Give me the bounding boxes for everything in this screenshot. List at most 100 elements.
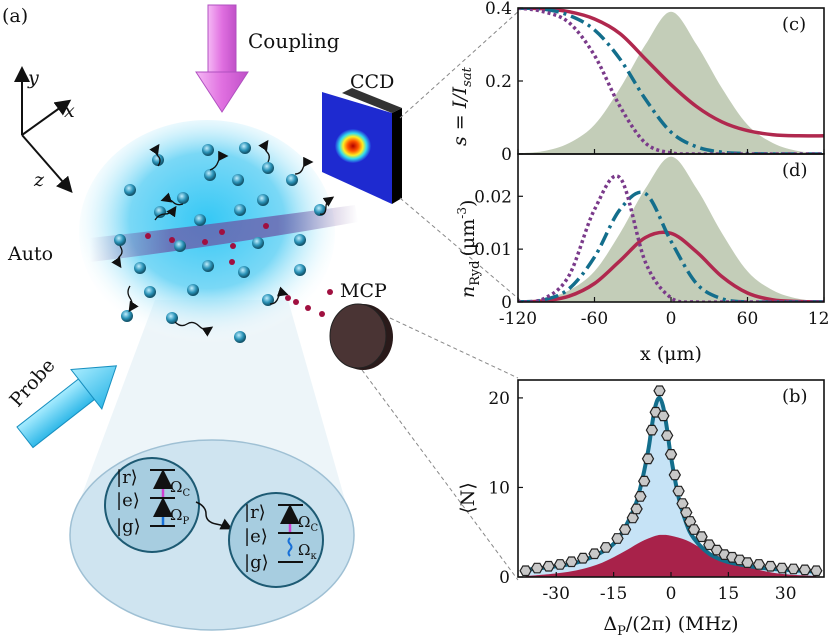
right-omega-k: Ωκ: [298, 541, 317, 562]
data-point: [741, 557, 754, 568]
data-point: [810, 565, 823, 577]
right-omega-c: ΩC: [298, 513, 318, 534]
data-point: [611, 533, 624, 544]
y-tick-label: 0.01: [474, 240, 512, 260]
level-diagram-right: [228, 492, 324, 588]
right-state-e: |e⟩: [244, 526, 268, 547]
guide-lines: [361, 9, 521, 581]
data-point: [672, 485, 685, 497]
x-tick-label: -30: [543, 584, 570, 604]
data-point: [668, 469, 681, 481]
data-point: [787, 563, 800, 575]
left-state-e: |e⟩: [116, 490, 140, 511]
axis-z-label: z: [33, 169, 45, 191]
data-point: [664, 449, 678, 460]
rydberg-dots: [145, 223, 333, 317]
data-point: [542, 560, 555, 572]
data-point: [588, 548, 601, 560]
y-tick-label: 0: [501, 145, 512, 165]
data-point: [653, 385, 666, 397]
y-tick-label: 0: [501, 293, 512, 313]
panel-d: 0 0.01 0.02 -120 -60 0 60 120 (d) nRyd(μm-3) x (μm…: [455, 153, 830, 365]
coupling-label: Coupling: [248, 29, 340, 53]
fit-area-fill: [525, 397, 817, 577]
data-point: [645, 424, 659, 436]
left-state-r: |r⟩: [116, 467, 138, 488]
left-state-g: |g⟩: [116, 516, 141, 537]
right-state-r: |r⟩: [244, 502, 266, 523]
y-tick-label: 20: [488, 389, 510, 409]
data-point: [530, 562, 544, 574]
data-point: [630, 503, 643, 515]
data-point: [553, 559, 567, 570]
photon-arrows: [111, 139, 335, 337]
panel-label: (d): [782, 160, 808, 181]
data-point: [764, 560, 777, 572]
data-point: [626, 512, 639, 524]
data-point: [618, 524, 632, 535]
y-axis-label: nRyd(μm-3): [455, 200, 483, 298]
x-tick-label: 120: [808, 309, 830, 329]
y-tick-label: 0.4: [485, 0, 512, 19]
y-tick-label: 10: [488, 478, 510, 498]
auto-label: Auto: [7, 243, 53, 265]
y-axis-label: ⟨N⟩: [457, 482, 479, 513]
data-point: [641, 453, 655, 465]
data-point: [687, 524, 701, 535]
x-tick-label: -15: [600, 584, 627, 604]
y-tick-label: 0.2: [485, 72, 512, 92]
panel-b: 0 10 20 -30 -15 0 15 30 (b) ⟨N⟩ ΔP/(2π) (MHz): [457, 379, 825, 637]
data-point: [599, 542, 613, 553]
panel-a-label: (a): [2, 5, 28, 27]
data-point: [638, 475, 651, 487]
data-point: [775, 562, 789, 574]
panel-a: (a): [2, 4, 402, 631]
data-point: [798, 564, 812, 576]
y-tick-label: 0.02: [474, 187, 512, 207]
x-tick-label: 0: [666, 309, 677, 329]
data-point: [634, 491, 647, 502]
left-omega-c: ΩC: [170, 478, 190, 499]
data-point: [695, 531, 708, 543]
mcp-detector: [329, 303, 393, 370]
x-tick-label: 60: [737, 309, 759, 329]
data-point: [676, 498, 689, 509]
y-axis-label: s = I/Isat: [449, 66, 475, 146]
ccd-label: CCD: [350, 71, 394, 93]
series-dashdot: [518, 8, 824, 154]
mcp-label: MCP: [340, 280, 387, 302]
x-tick-label: 30: [775, 584, 797, 604]
x-tick-label: -60: [581, 309, 608, 329]
data-point: [576, 552, 590, 564]
x-tick-label: -120: [499, 309, 537, 329]
left-omega-p: ΩP: [170, 506, 189, 527]
transfer-arrow: [195, 501, 233, 530]
x-axis-label: x (μm): [640, 343, 702, 365]
fit-line: [525, 395, 817, 574]
density-profile-fill: [518, 156, 824, 302]
right-state-g: |g⟩: [244, 552, 269, 573]
data-point: [752, 559, 766, 570]
atoms: [114, 142, 326, 343]
data-point: [519, 565, 532, 577]
ccd-camera: [322, 88, 402, 204]
series-solid: [518, 8, 824, 138]
x-tick-label: 0: [666, 584, 677, 604]
data-point: [680, 507, 693, 518]
data-point: [565, 556, 578, 568]
y-tick-label: 0: [499, 568, 510, 588]
panel-c: 0 0.2 0.4 (c) s = I/Isat: [449, 0, 825, 165]
series-dashdot: [518, 190, 824, 302]
level-diagram-left: [104, 457, 200, 553]
axis-y-label: y: [27, 67, 39, 89]
panel-label: (b): [782, 386, 808, 407]
coupling-arrow: [195, 4, 249, 113]
data-point: [661, 430, 674, 441]
panel-label: (c): [782, 14, 806, 35]
x-axis-label: ΔP/(2π) (MHz): [603, 613, 738, 637]
series-solid: [518, 230, 824, 302]
series-dotted: [518, 174, 824, 302]
axis-x-label: x: [64, 100, 75, 122]
x-tick-label: 15: [718, 584, 740, 604]
